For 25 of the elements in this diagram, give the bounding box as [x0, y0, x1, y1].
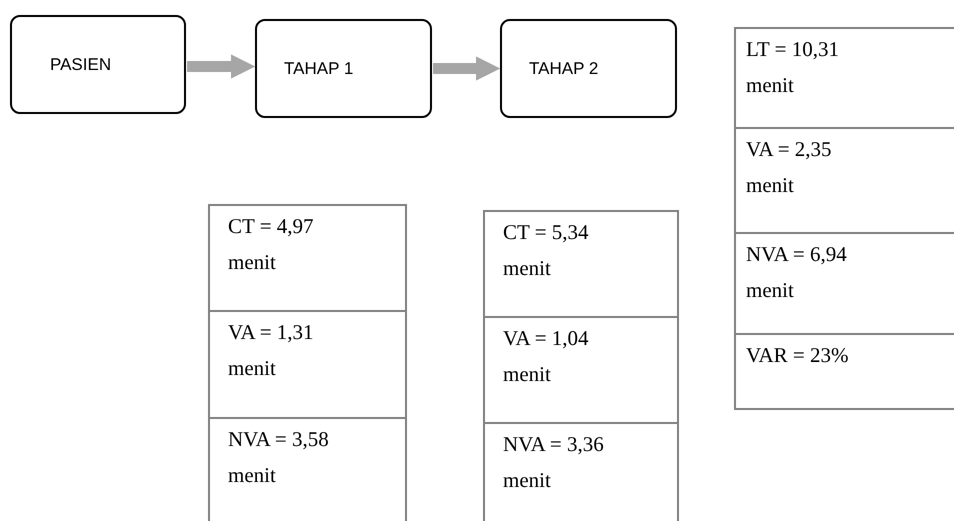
block-arrow [187, 54, 256, 79]
metric-text: NVA = 6,94 menit [746, 241, 848, 304]
metric-text: NVA = 3,36 menit [503, 431, 605, 494]
table-cell [734, 333, 954, 410]
table-cell [208, 204, 407, 311]
table-cell [734, 127, 954, 233]
metric-text: VA = 1,04 menit [503, 325, 590, 388]
metric-text: VA = 2,35 menit [746, 136, 833, 199]
metric-text: VAR = 23% [746, 342, 850, 369]
metric-text: LT = 10,31 menit [746, 36, 840, 99]
table-cell [208, 310, 407, 418]
table-cell [483, 422, 679, 521]
table-cell [734, 232, 954, 334]
metric-text: CT = 5,34 menit [503, 219, 590, 282]
process-box: PASIEN [10, 15, 186, 114]
metric-text: NVA = 3,58 menit [228, 426, 330, 489]
block-arrow [433, 56, 500, 81]
metric-text: CT = 4,97 menit [228, 213, 315, 276]
table-cell [483, 316, 679, 423]
table-cell [208, 417, 407, 521]
metric-text: VA = 1,31 menit [228, 319, 315, 382]
table-cell [734, 27, 954, 128]
process-box: TAHAP 1 [255, 19, 432, 118]
table-cell [483, 210, 679, 317]
process-box: TAHAP 2 [500, 19, 677, 118]
